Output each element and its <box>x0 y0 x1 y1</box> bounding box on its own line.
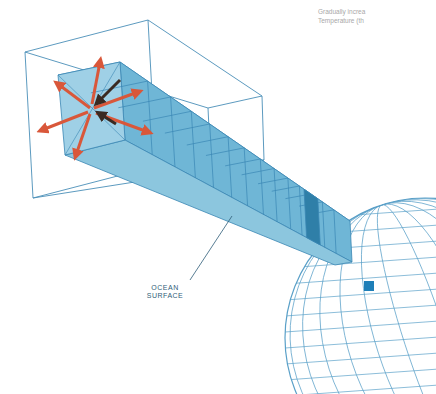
parallel <box>285 344 436 364</box>
part-label: OCEAN SURFACE <box>144 284 186 301</box>
grid-column <box>58 62 352 265</box>
layer-line <box>165 124 214 188</box>
layer-line <box>242 169 278 222</box>
parallel <box>285 392 436 394</box>
leader-line <box>190 216 232 280</box>
ocean-layer <box>304 189 320 245</box>
parallel <box>285 296 436 316</box>
flux-arrows <box>42 62 148 155</box>
flux-arrow <box>96 113 148 132</box>
parallel <box>285 264 436 284</box>
flux-arrow <box>92 62 100 104</box>
flux-arrow <box>42 112 88 130</box>
face-diagonal <box>58 75 125 140</box>
flux-arrow <box>58 84 90 108</box>
inflow-arrow <box>98 80 120 102</box>
wireframe-edge <box>148 20 262 96</box>
faint-heading: Gradually increa <box>318 8 430 16</box>
face-diagonal <box>65 62 120 155</box>
faint-heading: Temperature (th <box>318 17 430 25</box>
flux-arrow <box>76 114 90 155</box>
layer-line <box>258 178 291 229</box>
parallel <box>285 280 436 300</box>
layer-line <box>225 159 263 214</box>
layer-line <box>206 148 248 206</box>
layer-line <box>91 81 152 155</box>
parallel <box>285 376 436 394</box>
layer-line <box>187 137 232 198</box>
parallel <box>285 328 436 348</box>
parallel <box>285 360 436 380</box>
grid-cell <box>364 281 374 291</box>
layer-line <box>272 186 302 235</box>
parallel <box>285 312 436 332</box>
column-face <box>58 62 125 155</box>
column-bottom <box>65 140 352 265</box>
inflow-arrow <box>100 114 116 124</box>
